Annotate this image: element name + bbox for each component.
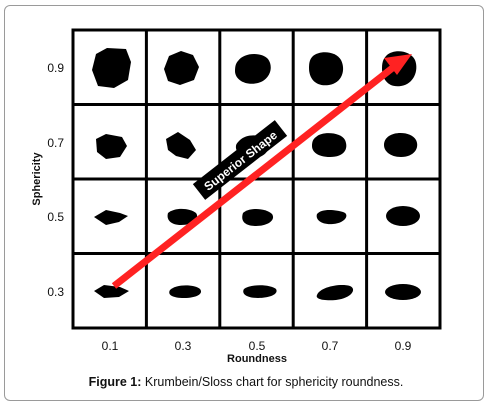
- particle-r0.3-s0.9: [164, 51, 199, 85]
- arrow-shaft: [111, 63, 398, 289]
- x-tick-label: 0.7: [322, 339, 339, 353]
- particle-r0.3-s0.7: [166, 132, 196, 159]
- y-axis-title: Sphericity: [31, 152, 43, 206]
- x-tick-label: 0.9: [395, 339, 412, 353]
- figure-caption: Figure 1: Krumbein/Sloss chart for spher…: [0, 375, 492, 389]
- particle-r0.1-s0.3: [94, 285, 129, 298]
- particle-r0.7-s0.7: [312, 133, 347, 157]
- particle-r0.9-s0.7: [384, 132, 418, 157]
- particle-r0.5-s0.5: [242, 208, 274, 226]
- x-axis-title: Roundness: [227, 353, 287, 365]
- particle-r0.9-s0.3: [385, 284, 421, 300]
- x-tick-label: 0.5: [249, 339, 266, 353]
- y-tick-label: 0.5: [47, 210, 64, 224]
- particle-r0.1-s0.5: [94, 210, 128, 225]
- y-tick-label: 0.3: [47, 285, 64, 299]
- particles-row-0.3: [94, 284, 421, 301]
- particle-r0.7-s0.5: [316, 210, 347, 225]
- particle-r0.5-s0.9: [235, 53, 271, 84]
- particle-r0.1-s0.9: [92, 48, 131, 88]
- particle-r0.9-s0.5: [386, 206, 420, 226]
- particle-r0.3-s0.5: [167, 208, 198, 225]
- particles-row-0.7: [96, 132, 418, 159]
- x-tick-label: 0.3: [175, 339, 192, 353]
- particle-r0.1-s0.7: [96, 134, 127, 159]
- caption-text: Krumbein/Sloss chart for sphericity roun…: [141, 375, 404, 389]
- particle-r0.7-s0.9: [309, 52, 344, 86]
- particle-r0.3-s0.3: [169, 285, 202, 298]
- superior-shape-label-box: [192, 120, 288, 200]
- particles-row-0.5: [94, 206, 420, 226]
- arrow-head: [384, 54, 412, 75]
- x-tick-labels: 0.1 0.3 0.5 0.7 0.9: [102, 339, 412, 353]
- x-tick-label: 0.1: [102, 339, 119, 353]
- superior-shape-arrow: [111, 54, 412, 289]
- y-tick-labels: 0.9 0.7 0.5 0.3: [47, 61, 64, 299]
- y-tick-label: 0.9: [47, 61, 64, 75]
- particle-r0.7-s0.3: [316, 285, 354, 301]
- particle-r0.5-s0.3: [243, 285, 277, 298]
- caption-label: Figure 1:: [88, 375, 142, 389]
- y-tick-label: 0.7: [47, 136, 64, 150]
